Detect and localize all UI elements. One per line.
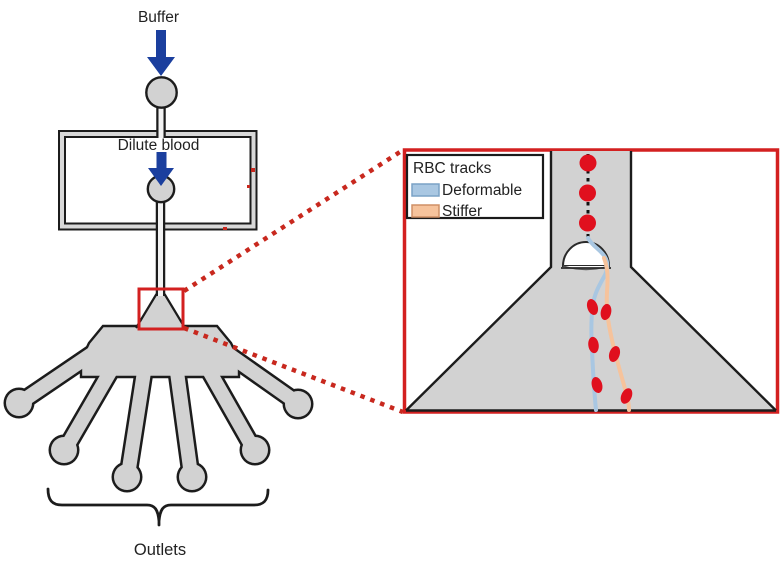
track-deformable <box>586 236 610 412</box>
legend-title: RBC tracks <box>413 160 492 177</box>
rbc-cell <box>579 214 596 232</box>
dilute-blood-label: Dilute blood <box>118 137 200 154</box>
outlet-arm <box>59 353 124 455</box>
legend-item-deformable: Deformable <box>411 182 522 199</box>
outlet-arm <box>121 365 151 482</box>
legend-swatch-deformable <box>411 183 440 197</box>
inset-panel: RBC tracks Deformable Stiffer <box>402 148 780 414</box>
rbc-cell <box>579 154 597 172</box>
outlet-ports-outline <box>3 387 314 493</box>
rbc-cells-tracks <box>586 299 633 404</box>
outlet-arm <box>196 353 260 455</box>
outlet-port <box>114 464 140 490</box>
outlet-arm <box>170 365 198 482</box>
rbc-cells-channel <box>579 154 597 232</box>
buffer-label: Buffer <box>138 9 179 26</box>
zoom-connector-top <box>182 148 405 293</box>
rbc-cell <box>620 388 633 404</box>
stray-red-specks <box>223 168 255 230</box>
buffer-inlet-port <box>145 76 178 109</box>
inset-channel-walls <box>405 151 777 412</box>
inset-channel-region <box>406 151 776 411</box>
junction-highlight-box <box>137 287 185 331</box>
outlet-port <box>242 437 268 463</box>
rbc-cell <box>608 346 621 362</box>
legend-label-stiffer: Stiffer <box>442 203 482 220</box>
legend-label-deformable: Deformable <box>442 182 522 199</box>
outlets-label: Outlets <box>134 541 186 559</box>
legend-swatch-stiffer <box>411 204 440 218</box>
outlet-ports <box>6 390 311 490</box>
dilute-blood-arrow-icon <box>148 152 174 186</box>
expansion-funnel <box>136 293 185 329</box>
rbc-cell <box>591 376 603 394</box>
outlet-port <box>179 464 205 490</box>
buffer-arrow-icon <box>147 30 175 76</box>
rbc-cell <box>586 299 599 315</box>
outlet-port <box>6 390 32 416</box>
rbc-cell <box>579 184 596 202</box>
rbc-cell <box>600 303 612 321</box>
outlets-brace <box>46 487 270 527</box>
outlet-port <box>285 391 311 417</box>
rbc-cell <box>588 336 599 354</box>
legend-box: RBC tracks Deformable Stiffer <box>405 153 545 220</box>
outlet-port <box>51 437 77 463</box>
outlet-arm <box>17 340 109 407</box>
zoom-connector-bottom <box>183 325 404 415</box>
outlet-arms <box>17 340 303 482</box>
legend-item-stiffer: Stiffer <box>411 203 482 220</box>
outlet-arm <box>211 340 303 409</box>
